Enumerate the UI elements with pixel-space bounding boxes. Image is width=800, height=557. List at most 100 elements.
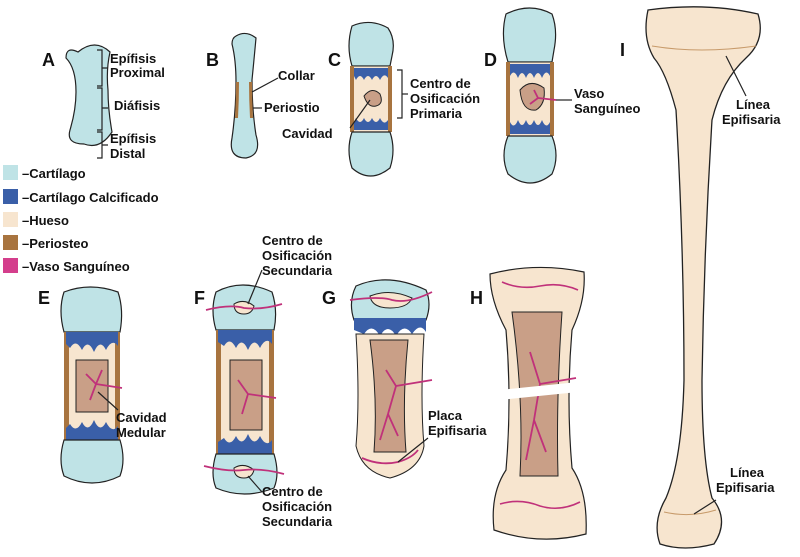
calcified-top-c [354,68,388,80]
leader-collar [251,77,279,93]
periosteum-left-d [506,62,510,136]
epiphysis-top-c [348,21,394,67]
label-epiphysis-distal-1: Epífisis [110,131,156,146]
bracket-proximal [97,49,108,87]
label-cavity: Cavidad [282,126,333,141]
stage-letter-h: H [470,288,483,308]
vessel-e [85,369,123,401]
stage-g: G Placa Epifisaria [322,279,487,479]
collar-left [235,82,239,118]
label-secondary-bottom-1: Centro de [262,484,323,499]
calcified-bottom-d [510,120,550,134]
stage-letter-c: C [328,50,341,70]
vessel-h-mid [525,351,577,461]
label-primary-center-3: Primaria [410,106,463,121]
vessel-h-bottom [499,500,581,510]
legend-swatch-bone [3,212,18,227]
label-epiphyseal-bottom-2: Epifisaria [716,480,775,495]
stage-letter-e: E [38,288,50,308]
legend-label-bone: –Hueso [22,213,69,228]
label-secondary-top-2: Osificación [262,248,332,263]
stage-a: A Epífisis Proximal Diáfisis Epífisis Di… [42,44,165,161]
vessel-f-mid [237,379,277,415]
label-secondary-top-1: Centro de [262,233,323,248]
leader-secondary-bottom [247,475,263,493]
calcified-bottom-e [66,420,118,440]
leader-secondary-top [247,269,263,305]
vessel-f-top [205,303,283,311]
label-epiphyseal-bottom-1: Línea [730,465,765,480]
label-vessel-2: Sanguíneo [574,101,641,116]
stage-letter-i: I [620,40,625,60]
vessel-h-top [501,281,579,291]
cartilage-model-b [230,32,259,159]
label-medullary-2: Medular [116,425,166,440]
legend-label-cartilage: –Cartílago [22,166,86,181]
calcified-bottom-c [354,118,388,130]
stage-letter-d: D [484,50,497,70]
bracket-diaphysis [97,87,108,131]
stage-i: I Línea Epifisaria Línea Epifisaria [620,6,781,549]
vessel-g-top [349,291,433,302]
epiphyseal-line-bottom [663,509,717,516]
calcified-top-e [66,332,118,352]
epiphysis-bottom-e [60,439,124,484]
leader-cavity [349,99,371,129]
calcified-g [354,318,426,336]
stage-f: F Centro de Osificación Secundaria Centr… [194,233,333,529]
legend-swatch-calcified [3,189,18,204]
legend-item-cartilage: –Cartílago [3,165,86,181]
legend-label-calcified: –Cartílago Calcificado [22,190,159,205]
legend-item-bone: –Hueso [3,212,69,228]
stage-c: C Centro de Osificación Primaria Cavidad [282,21,480,177]
label-secondary-bottom-3: Secundaria [262,514,333,529]
vessel-f-bottom [203,465,285,475]
epiphysis-top-e [60,286,123,333]
vessel-d [529,89,557,105]
medullary-cavity-g [369,339,409,453]
epiphysis-bottom-c [348,131,394,177]
legend-swatch-vessel [3,258,18,273]
label-secondary-bottom-2: Osificación [262,499,332,514]
label-growth-plate-1: Placa [428,408,463,423]
label-periosteum: Periostio [264,100,320,115]
label-secondary-top-3: Secundaria [262,263,333,278]
label-diaphysis: Diáfisis [114,98,160,113]
stage-letter-b: B [206,50,219,70]
stage-h: H [470,266,587,540]
epiphyseal-line-top [651,45,757,51]
leader-epiphyseal-bottom [693,499,717,515]
legend-label-periosteum: –Periosteo [22,236,89,251]
cartilage-model-a [65,44,113,147]
cut-gap-h [500,382,578,400]
periosteum-left-c [350,66,354,132]
epiphysis-bottom-d [503,135,557,184]
legend-item-calcified-cartilage: –Cartílago Calcificado [3,189,159,205]
calcified-top-d [510,64,550,78]
vessel-g-mid [379,369,433,441]
leader-growth-plate [397,437,429,463]
label-epiphyseal-top-2: Epifisaria [722,112,781,127]
leader-medullary [97,391,119,411]
legend-swatch-cartilage [3,165,18,180]
medullary-cavity-f [229,359,263,431]
label-epiphysis-distal-2: Distal [110,146,145,161]
leader-epiphyseal-top [725,55,747,97]
cavity-d [519,83,545,111]
collar-right [249,82,253,118]
label-primary-center-2: Osificación [410,91,480,106]
legend-item-periosteum: –Periosteo [3,235,89,251]
calcified-top-f [218,330,272,350]
legend-item-blood-vessel: –Vaso Sanguíneo [3,258,130,274]
stage-b: B Collar Periostio [206,32,320,159]
label-primary-center-1: Centro de [410,76,471,91]
label-epiphysis-proximal-2: Proximal [110,65,165,80]
stage-letter-f: F [194,288,205,308]
stage-letter-a: A [42,50,55,70]
periosteum-left-f [216,330,221,454]
stage-e: E Cavidad Medular [38,286,167,484]
stage-d: D Vaso Sanguíneo [484,7,641,184]
tibia-i [645,6,761,549]
